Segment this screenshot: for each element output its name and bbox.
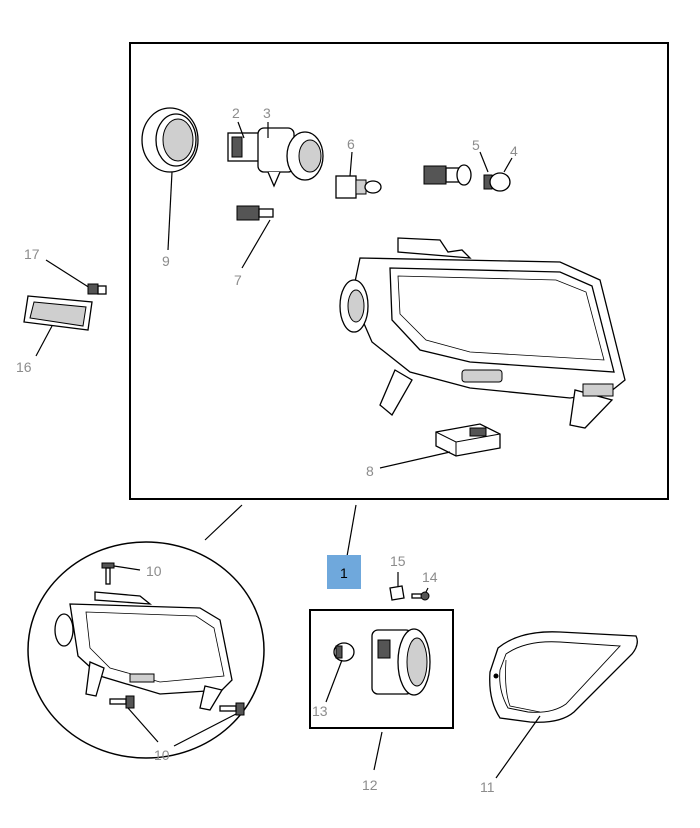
part-15-clip xyxy=(389,585,405,601)
part-7-bulb xyxy=(236,205,274,221)
inset-screw-left xyxy=(109,695,135,709)
inset-screw-right xyxy=(219,702,245,716)
main-assembly-frame xyxy=(129,42,669,500)
fog-lamp-frame xyxy=(309,609,454,729)
callout-4: 4 xyxy=(510,143,518,159)
callout-16: 16 xyxy=(16,359,32,375)
callout-15: 15 xyxy=(390,553,406,569)
callout-7: 7 xyxy=(234,272,242,288)
part-17-marker-bulb xyxy=(87,283,107,295)
callout-11: 11 xyxy=(480,779,495,795)
part-6-bulb-socket xyxy=(335,175,382,199)
callout-8: 8 xyxy=(366,463,374,479)
part-9-bezel-ring xyxy=(141,107,199,173)
inset-detail-circle xyxy=(27,541,265,759)
callout-12: 12 xyxy=(362,777,378,793)
part-5-socket xyxy=(423,164,472,186)
callout-17: 17 xyxy=(24,246,40,262)
part-8-ballast xyxy=(435,423,501,457)
part-12-fog-lamp xyxy=(371,628,431,696)
part-14-screw xyxy=(411,591,430,601)
inset-headlamp xyxy=(54,591,233,711)
callout-10-top: 10 xyxy=(146,563,162,579)
callout-1-highlight xyxy=(327,555,361,589)
part-2-3-projector-module xyxy=(227,127,324,188)
callout-6: 6 xyxy=(347,136,355,152)
callout-3: 3 xyxy=(263,105,271,121)
callout-2: 2 xyxy=(232,105,240,121)
inset-screw-top xyxy=(101,562,115,585)
callout-13: 13 xyxy=(312,703,328,719)
part-11-fog-bezel xyxy=(489,631,638,723)
part-1-headlamp-assembly xyxy=(339,237,626,429)
part-4-bulb xyxy=(483,172,511,192)
part-13-fog-bulb xyxy=(333,642,355,662)
callout-10-bottom: 10 xyxy=(154,747,170,763)
callout-9: 9 xyxy=(162,253,170,269)
callout-5: 5 xyxy=(472,137,480,153)
part-16-side-marker-lamp xyxy=(23,295,93,331)
callout-14: 14 xyxy=(422,569,438,585)
callout-1: 1 xyxy=(340,565,348,581)
